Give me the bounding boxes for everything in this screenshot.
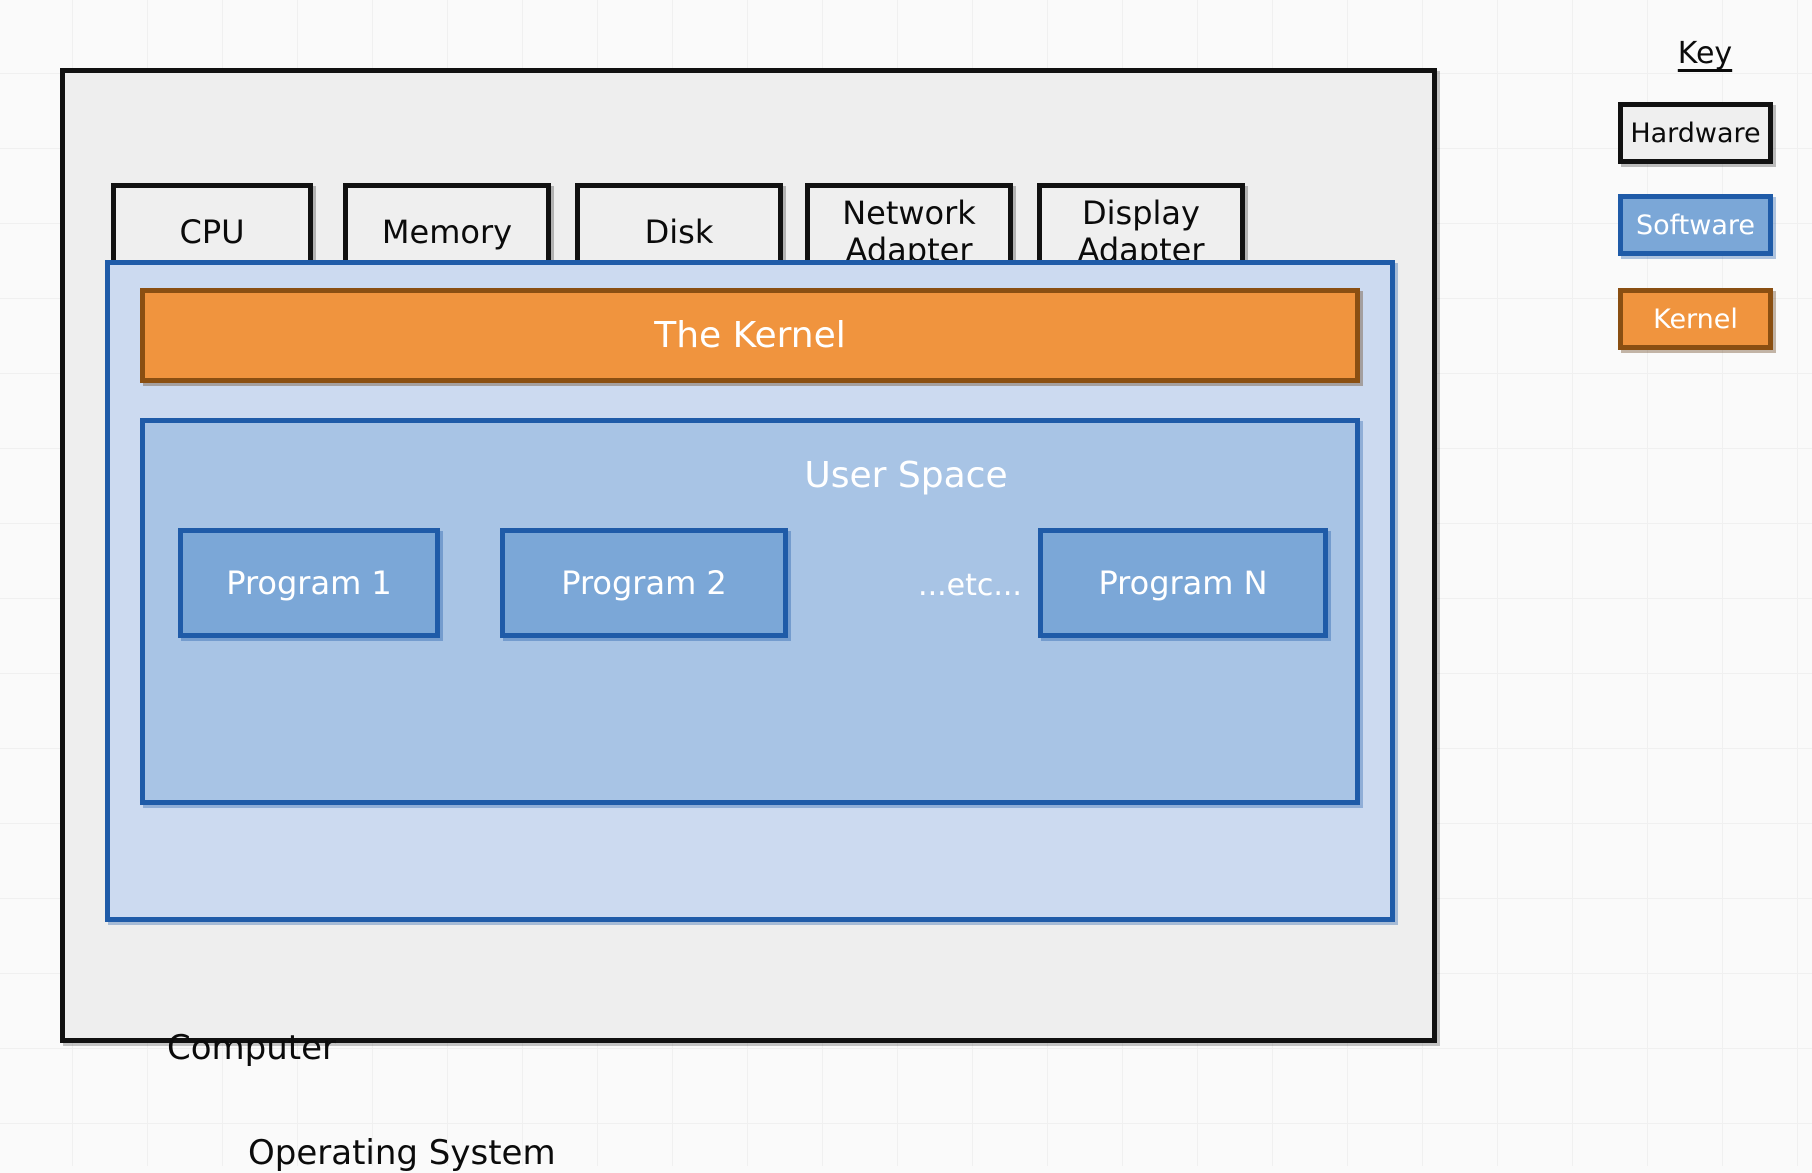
hardware-label: CPU [179, 212, 245, 251]
hardware-label: Network Adapter [842, 194, 976, 269]
computer-label: Computer [167, 1028, 337, 1068]
hardware-label: Display Adapter [1077, 194, 1205, 269]
user-space-label: User Space [804, 455, 1008, 496]
hardware-label: Disk [644, 212, 714, 251]
key-item-label: Software [1635, 209, 1756, 241]
kernel-label: The Kernel [654, 314, 846, 356]
program-label: Program N [1098, 563, 1268, 602]
program-box-1[interactable]: Program 1 [178, 528, 440, 638]
etc-ellipsis-label: ...etc... [918, 568, 1022, 603]
program-label: Program 2 [561, 563, 727, 602]
key-item-hardware[interactable]: Hardware [1618, 102, 1773, 164]
key-item-kernel[interactable]: Kernel [1618, 288, 1773, 350]
key-item-label: Hardware [1630, 117, 1761, 149]
program-box-n[interactable]: Program N [1038, 528, 1328, 638]
kernel-bar[interactable]: The Kernel [140, 288, 1360, 383]
program-box-2[interactable]: Program 2 [500, 528, 788, 638]
key-item-software[interactable]: Software [1618, 194, 1773, 256]
hardware-label: Memory [381, 212, 513, 251]
program-label: Program 1 [226, 563, 392, 602]
key-title: Key [1677, 36, 1733, 71]
operating-system-label: Operating System [248, 1133, 556, 1173]
key-item-label: Kernel [1653, 303, 1738, 335]
